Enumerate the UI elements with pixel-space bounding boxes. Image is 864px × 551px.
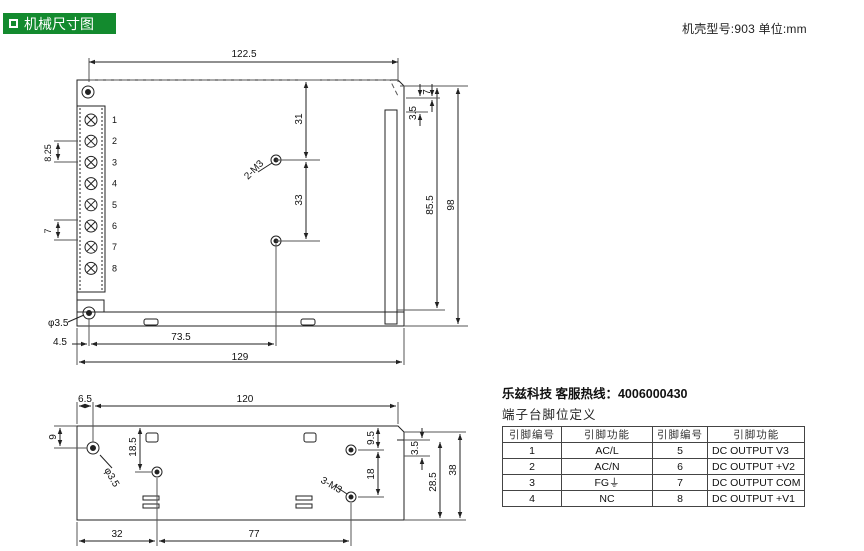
dim-77: 77 [248, 529, 260, 540]
screw-label-2-m3: 2-M3 [242, 158, 266, 182]
dim-7-top: 7 [422, 89, 433, 95]
top-view [54, 58, 468, 365]
case-model-label: 机壳型号:903 单位:mm [682, 22, 807, 36]
dim-31: 31 [294, 113, 305, 125]
table-header-row: 引脚编号 引脚功能 引脚编号 引脚功能 [502, 426, 806, 443]
cell: DC OUTPUT +V2 [706, 458, 806, 475]
cell: NC [561, 490, 653, 507]
dim-hole-dia-top: φ3.5 [48, 318, 69, 329]
dim-18-5: 18.5 [128, 437, 139, 457]
cell: 7 [652, 474, 708, 491]
square-icon [9, 19, 18, 28]
cell: FG⏚ [561, 474, 653, 491]
cell: 5 [652, 442, 708, 459]
dim-3-5-front: 3.5 [410, 441, 421, 455]
front-case-outline [76, 425, 405, 521]
section-title: 机械尺寸图 [24, 15, 94, 32]
front-screw-2 [345, 444, 357, 456]
cell: DC OUTPUT V3 [706, 442, 806, 459]
dim-32: 32 [111, 529, 123, 540]
terminal-screw-3 [84, 155, 98, 169]
col-header-pin-no-2: 引脚编号 [652, 426, 708, 443]
cell: 6 [652, 458, 708, 475]
dim-hole-dia-front: φ3.5 [101, 466, 121, 490]
table-row: 1 AC/L 5 DC OUTPUT V3 [502, 442, 806, 459]
table-row: 4 NC 8 DC OUTPUT +V1 [502, 490, 806, 507]
dim-9: 9 [48, 434, 59, 440]
cell: 1 [502, 442, 562, 459]
pin-definition-table: 引脚编号 引脚功能 引脚编号 引脚功能 1 AC/L 5 DC OUTPUT V… [502, 426, 806, 507]
terminal-label-6: 6 [112, 221, 117, 231]
mount-hole-bottom-left [82, 306, 96, 320]
screw-label-3-m3: 3-M3 [319, 475, 345, 496]
terminal-label-7: 7 [112, 242, 117, 252]
col-header-pin-no: 引脚编号 [502, 426, 562, 443]
cell: 4 [502, 490, 562, 507]
dim-28-5: 28.5 [428, 472, 439, 492]
terminal-block [77, 105, 106, 293]
dim-9-5: 9.5 [366, 431, 377, 445]
dim-3-5-top: 3.5 [408, 106, 419, 120]
terminal-screw-6 [84, 219, 98, 233]
side-bar [384, 109, 398, 325]
cell: DC OUTPUT +V1 [706, 490, 806, 507]
dim-98: 98 [446, 199, 457, 211]
col-header-pin-function-2: 引脚功能 [706, 426, 806, 443]
dim-122-5: 122.5 [231, 49, 256, 60]
terminal-screw-1 [84, 113, 98, 127]
dim-120: 120 [237, 394, 254, 405]
dim-4-5: 4.5 [53, 337, 67, 348]
hotline-text: 乐兹科技 客服热线：4006000430 [502, 387, 688, 401]
pin-table-title: 端子台脚位定义 [502, 408, 597, 422]
terminal-screw-2 [84, 134, 98, 148]
terminal-label-5: 5 [112, 200, 117, 210]
cell: 2 [502, 458, 562, 475]
dim-33: 33 [294, 194, 305, 206]
dim-129: 129 [232, 352, 249, 363]
table-row: 2 AC/N 6 DC OUTPUT +V2 [502, 458, 806, 475]
cell: AC/N [561, 458, 653, 475]
terminal-screw-7 [84, 240, 98, 254]
dim-18: 18 [366, 468, 377, 480]
section-title-badge: 机械尺寸图 [3, 13, 116, 34]
cell: DC OUTPUT COM [706, 474, 806, 491]
dim-6-5: 6.5 [78, 394, 92, 405]
cell: AC/L [561, 442, 653, 459]
mount-hole-top-left [81, 85, 95, 99]
dim-85-5: 85.5 [425, 195, 436, 215]
top-case-outline [76, 79, 405, 327]
terminal-label-8: 8 [112, 263, 117, 273]
dim-38: 38 [448, 464, 459, 476]
terminal-label-2: 2 [112, 136, 117, 146]
front-hole-left [86, 441, 100, 455]
terminal-screw-4 [84, 177, 98, 191]
table-row: 3 FG⏚ 7 DC OUTPUT COM [502, 474, 806, 491]
cell: 8 [652, 490, 708, 507]
cell: 3 [502, 474, 562, 491]
terminal-label-3: 3 [112, 157, 117, 167]
terminal-screw-8 [84, 261, 98, 275]
front-screw-3 [345, 491, 357, 503]
dim-7-left: 7 [43, 228, 53, 233]
terminal-label-1: 1 [112, 115, 117, 125]
front-view [54, 402, 466, 546]
terminal-label-4: 4 [112, 179, 117, 189]
dim-8-25: 8.25 [43, 144, 53, 162]
dim-73-5: 73.5 [171, 332, 191, 343]
terminal-screw-5 [84, 198, 98, 212]
col-header-pin-function: 引脚功能 [561, 426, 653, 443]
front-screw-1 [151, 466, 163, 478]
